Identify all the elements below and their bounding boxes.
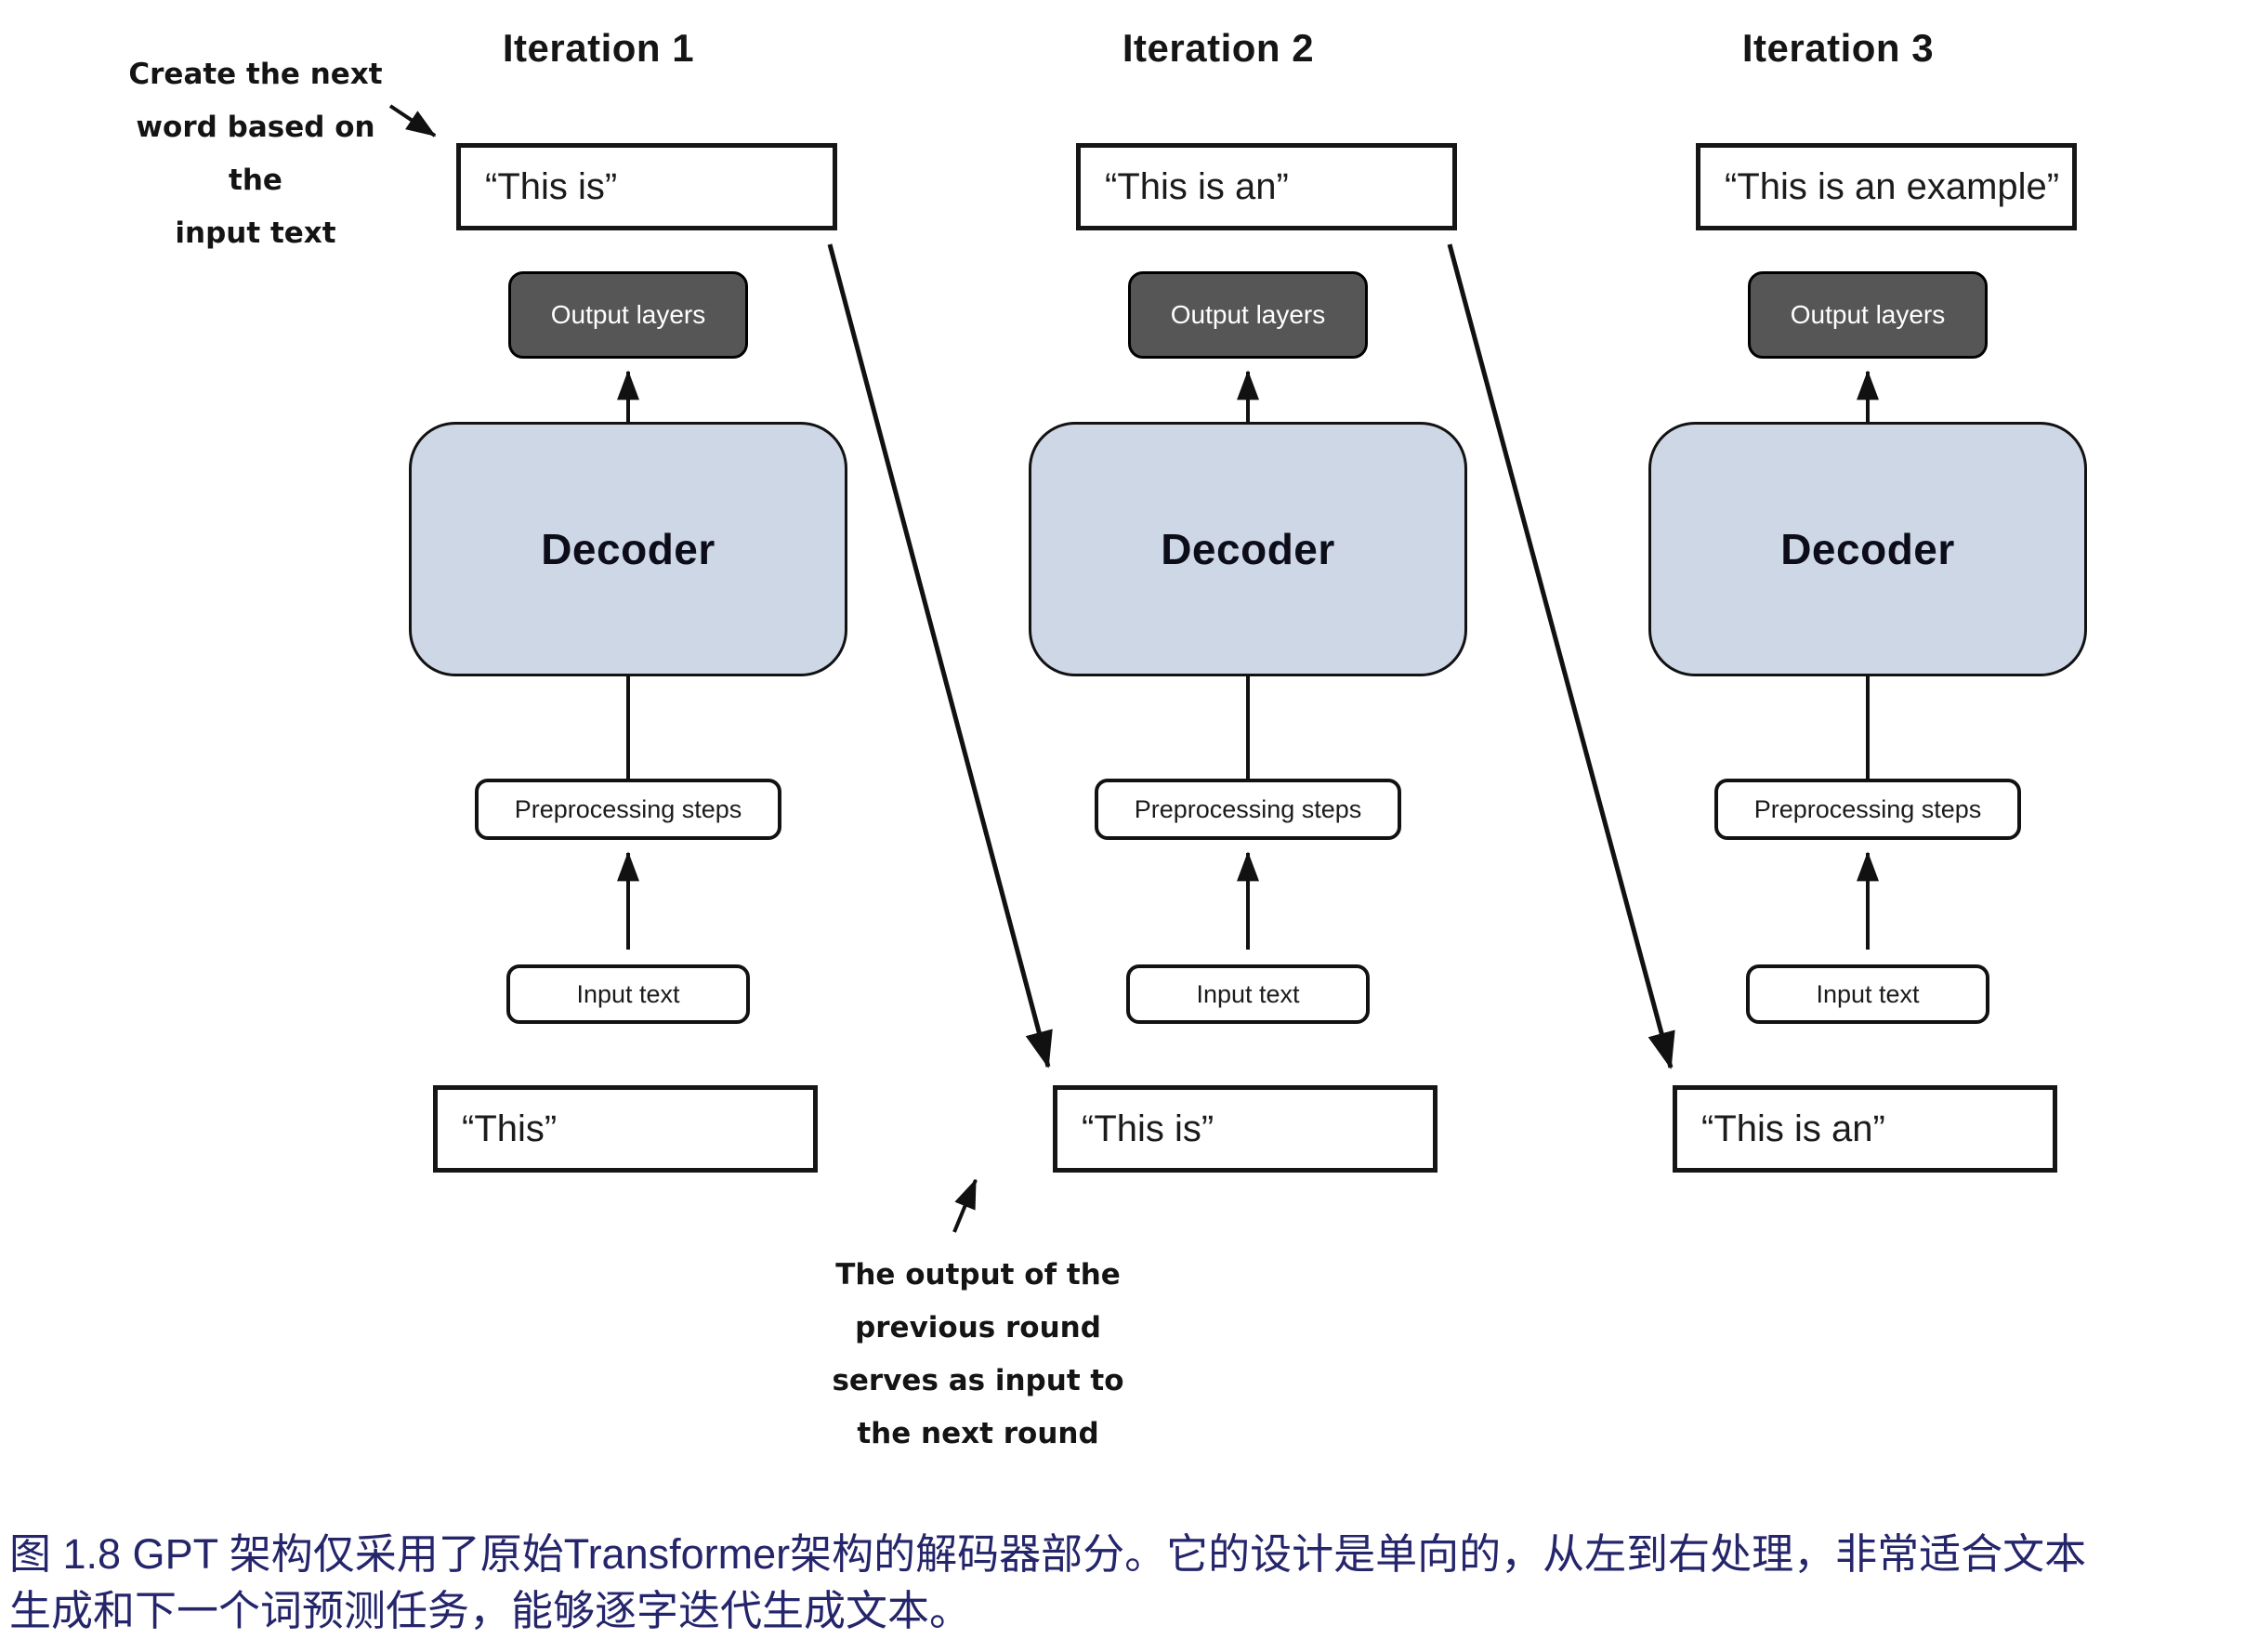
annotation-line: word based on the — [136, 111, 375, 197]
annotation-line: the next round — [857, 1417, 1099, 1450]
arrow-output2-to-input3 — [1447, 243, 1675, 1069]
arrow-annotation-create-next — [388, 104, 437, 138]
annotation-output-feedback: The output of the previous round serves … — [832, 1249, 1124, 1461]
annotation-line: The output of the — [835, 1258, 1121, 1291]
annotation-line: serves as input to — [832, 1364, 1124, 1397]
arrow-annotation-output-feedback — [952, 1178, 978, 1233]
figure-caption-line-2: 生成和下一个词预测任务，能够逐字迭代生成文本。 — [9, 1587, 972, 1634]
figure-caption-line-1: 图 1.8 GPT 架构仅采用了原始Transformer架构的解码器部分。它的… — [9, 1530, 2087, 1578]
annotation-create-next-word: Create the next word based on the input … — [107, 48, 404, 260]
annotation-line: previous round — [855, 1311, 1101, 1344]
arrow-output1-to-input2 — [827, 243, 1053, 1069]
annotation-line: Create the next — [128, 58, 383, 91]
annotation-line: input text — [175, 216, 336, 250]
figure-caption: 图 1.8 GPT 架构仅采用了原始Transformer架构的解码器部分。它的… — [9, 1526, 2254, 1639]
